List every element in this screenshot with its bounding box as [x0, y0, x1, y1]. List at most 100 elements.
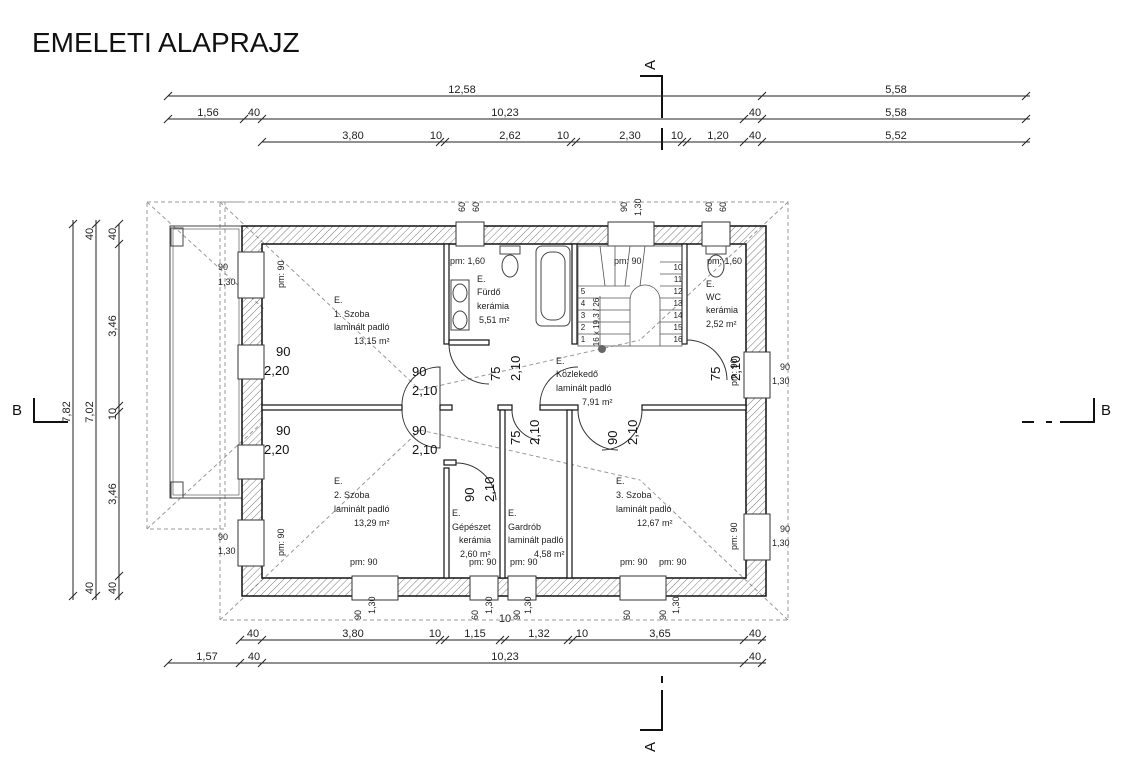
- top-dimension-lines: [163, 91, 1031, 147]
- staircase: [577, 245, 683, 347]
- dim-top-r2-c: 10,23: [491, 107, 519, 119]
- dim-bot-r2-b: 40: [248, 651, 260, 663]
- opening-size: 1,30: [367, 596, 377, 614]
- room-label: E.: [477, 274, 486, 284]
- balcony: [169, 225, 243, 499]
- dim-top-r2-d: 40: [749, 107, 761, 119]
- step-num: 10: [674, 263, 683, 272]
- dim-top-r3-i: 5,52: [885, 130, 906, 142]
- room-area: 2,52 m²: [706, 319, 737, 329]
- dim-top-r2-b: 40: [248, 107, 260, 119]
- opening-size: 60: [471, 202, 481, 212]
- stair-spec: 16 x 19,3 / 26: [592, 297, 601, 346]
- room-2-szoba: E. 2. Szoba laminált padló 13,29 m²: [334, 476, 390, 528]
- room-floor: laminált padló: [334, 322, 390, 332]
- door-size: 2,10: [412, 442, 437, 457]
- room-area: 2,60 m²: [460, 549, 491, 559]
- opening-size: 1,30: [633, 198, 643, 216]
- parapet-label: pm: 90: [620, 557, 648, 567]
- door-size: 2,10: [625, 420, 640, 445]
- dim-bot-r1-h: 3,65: [649, 628, 670, 640]
- dim-top-r3-c: 2,62: [499, 130, 520, 142]
- door-size: 2,20: [264, 363, 289, 378]
- opening-size: 90: [218, 532, 228, 542]
- room-floor: kerámia: [477, 301, 509, 311]
- room-label: E.: [556, 356, 565, 366]
- parapet-label: pm: 90: [729, 522, 739, 550]
- step-num: 4: [581, 299, 586, 308]
- dim-bot-r1-i: 40: [749, 628, 761, 640]
- dim-top-r3-b: 10: [430, 130, 442, 142]
- dim-bot-r1-b: 3,80: [342, 628, 363, 640]
- opening-size: 90: [218, 262, 228, 272]
- parapet-label: pm: 90: [729, 358, 739, 386]
- room-name: WC: [706, 292, 721, 302]
- opening-size: 1,30: [772, 376, 790, 386]
- room-name: Gardrób: [508, 522, 541, 532]
- door-swings: [401, 339, 728, 501]
- opening-size: 90: [353, 610, 363, 620]
- dim-left-inner-d: 3,46: [107, 483, 119, 504]
- dim-bot-r2-a: 1,57: [196, 651, 217, 663]
- step-num: 3: [581, 311, 586, 320]
- dim-top-r3-d: 10: [557, 130, 569, 142]
- section-label-a-bottom: A: [642, 742, 659, 752]
- parapet-label: pm: 90: [659, 557, 687, 567]
- opening-size: 1,30: [218, 546, 236, 556]
- step-num: 12: [674, 287, 683, 296]
- dim-left-inner-b: 3,46: [107, 315, 119, 336]
- door-size: 90: [412, 364, 426, 379]
- room-name: Gépészet: [452, 522, 491, 532]
- door-size: 2,10: [482, 477, 497, 502]
- step-num: 13: [674, 299, 683, 308]
- opening-size: 90: [780, 362, 790, 372]
- room-floor: laminált padló: [616, 504, 672, 514]
- dim-left-inner-a: 40: [107, 228, 119, 240]
- door-size: 90: [276, 423, 290, 438]
- left-dimension-lines: [68, 219, 124, 601]
- parapet-label: pm: 90: [276, 260, 286, 288]
- room-gepeszet: E. Gépészet kerámia 2,60 m²: [452, 508, 491, 559]
- door-size: 75: [708, 367, 723, 381]
- dim-top-r2-a: 1,56: [197, 107, 218, 119]
- opening-size: 90: [658, 610, 668, 620]
- dim-bot-r1-d: 1,15: [464, 628, 485, 640]
- step-num: 5: [581, 287, 586, 296]
- dim-top-right: 5,58: [885, 84, 906, 96]
- room-label: E.: [706, 279, 715, 289]
- room-name: 2. Szoba: [334, 490, 370, 500]
- parapet-label: pm: 90: [469, 557, 497, 567]
- dim-bot-r1-c: 10: [429, 628, 441, 640]
- opening-size: 90: [780, 524, 790, 534]
- dim-top-r3-f: 10: [671, 130, 683, 142]
- door-size: 90: [605, 431, 620, 445]
- dim-bot-r1-a: 40: [247, 628, 259, 640]
- room-area: 13,29 m²: [354, 518, 390, 528]
- room-kozlekedo: E. Közlekedő laminált padló 7,91 m²: [556, 356, 613, 407]
- windows: [237, 221, 771, 601]
- opening-size: 60: [622, 610, 632, 620]
- room-area: 7,91 m²: [582, 397, 613, 407]
- room-name: 1. Szoba: [334, 309, 370, 319]
- dim-left-outer: 7,82: [61, 401, 73, 422]
- dim-bot-r2-d: 40: [749, 651, 761, 663]
- dim-bot-r2-c: 10,23: [491, 651, 519, 663]
- room-floor: laminált padló: [334, 504, 390, 514]
- parapet-label: pm: 1,60: [707, 256, 742, 266]
- parapet-label: pm: 90: [276, 528, 286, 556]
- drawing-title: EMELETI ALAPRAJZ: [32, 27, 300, 58]
- room-area: 4,58 m²: [534, 549, 565, 559]
- opening-size: 1,30: [218, 277, 236, 287]
- door-size: 2,10: [527, 420, 542, 445]
- room-label: E.: [616, 476, 625, 486]
- door-size: 75: [488, 367, 503, 381]
- opening-size: 1,30: [772, 538, 790, 548]
- opening-size: 1,30: [523, 596, 533, 614]
- section-label-a-top: A: [642, 60, 659, 70]
- stair-start-dot: [598, 345, 606, 353]
- dim-left-mid: 7,02: [84, 401, 96, 422]
- opening-size: 60: [718, 202, 728, 212]
- dim-bot-r1-g: 10: [576, 628, 588, 640]
- room-3-szoba: E. 3. Szoba laminált padló 12,67 m²: [616, 476, 673, 528]
